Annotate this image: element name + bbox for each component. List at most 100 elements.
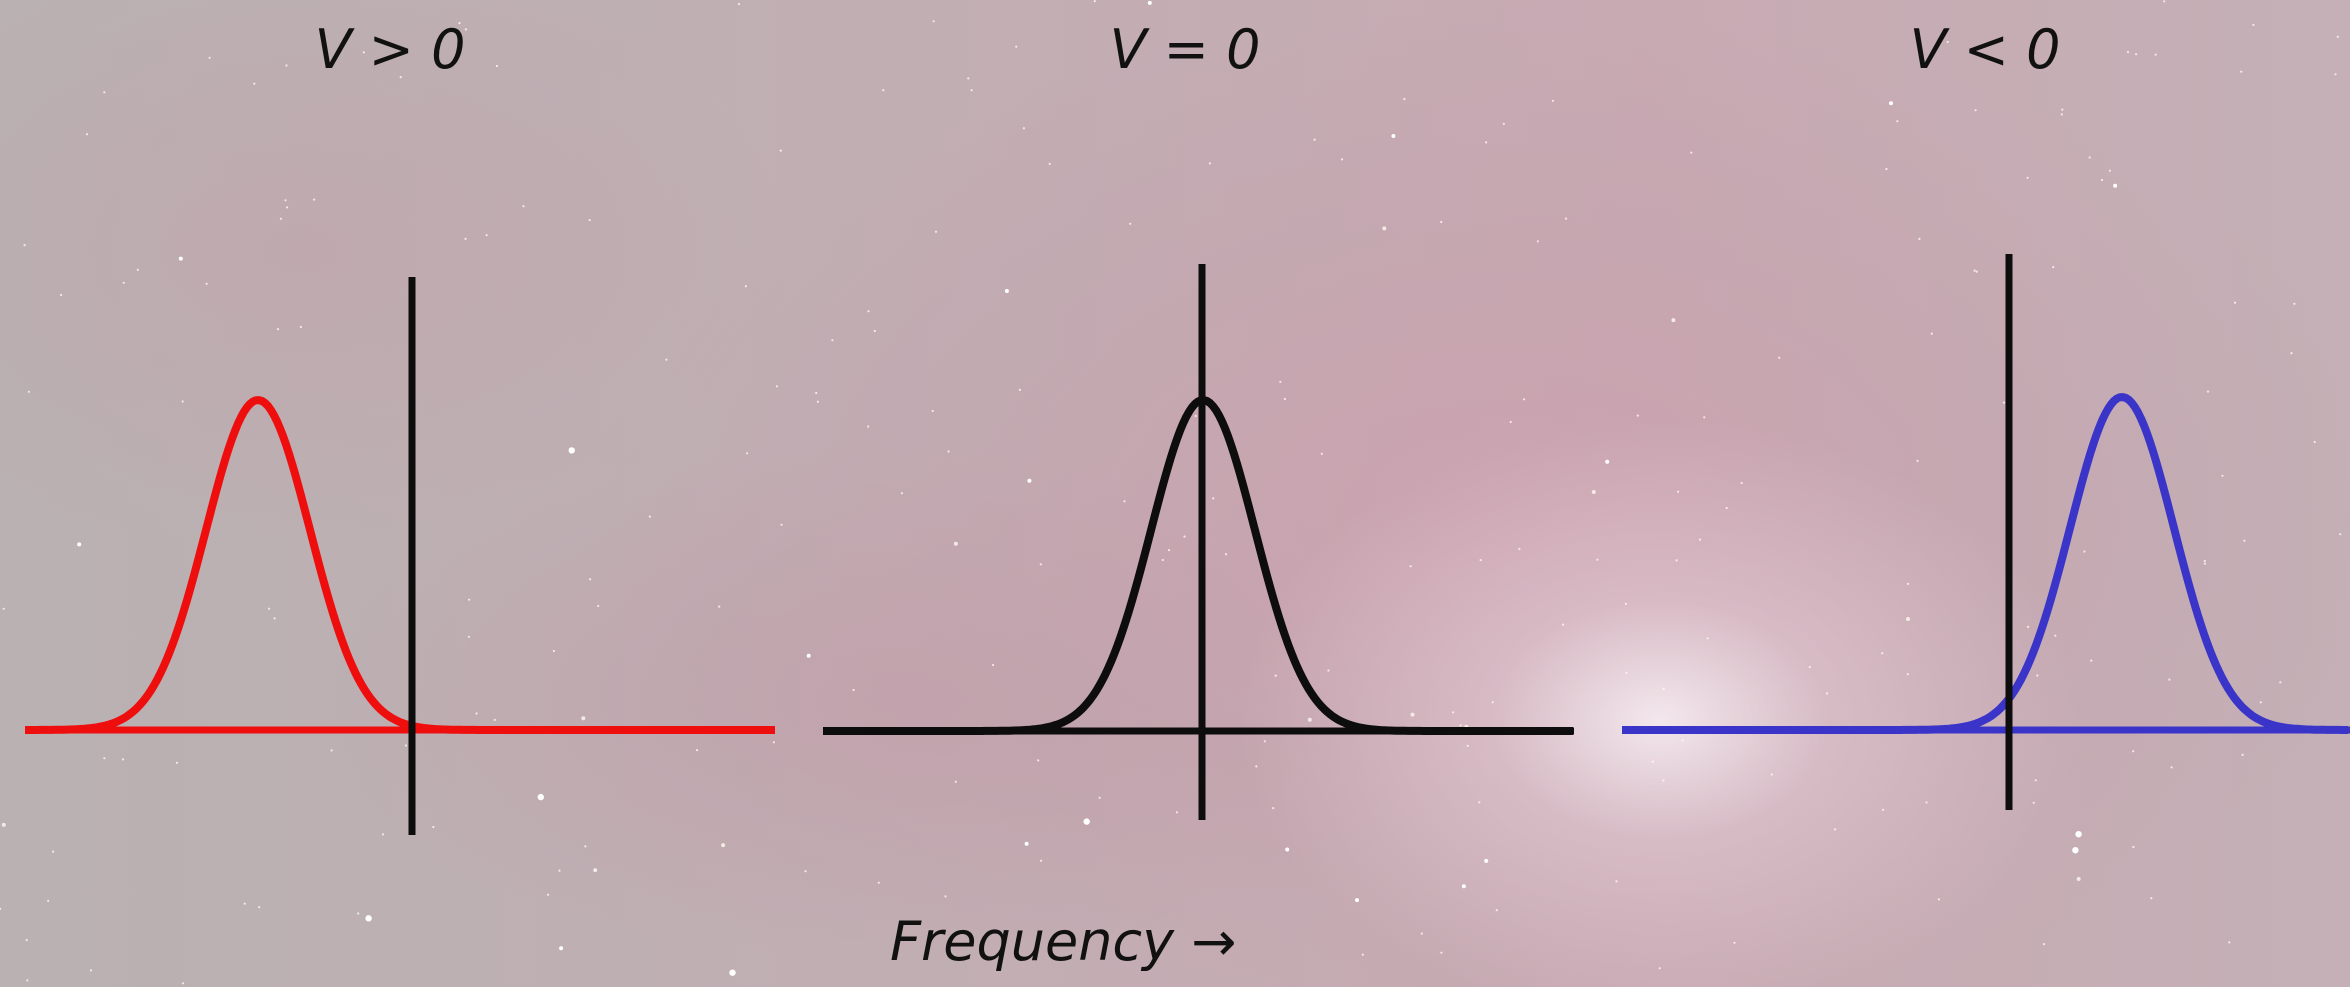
star — [1778, 356, 1781, 359]
star — [1382, 226, 1387, 231]
star — [944, 895, 947, 898]
star — [2243, 539, 2246, 542]
star — [1039, 563, 1042, 566]
star — [589, 578, 592, 581]
star — [2339, 533, 2342, 536]
star — [1906, 617, 1910, 621]
star — [1409, 565, 1412, 568]
star — [1536, 240, 1539, 243]
star — [696, 749, 699, 752]
star — [1129, 222, 1132, 225]
star — [253, 82, 256, 85]
star — [1175, 811, 1179, 814]
star — [2313, 440, 2316, 444]
star — [967, 77, 970, 80]
star — [1671, 318, 1676, 323]
star — [136, 268, 139, 271]
star — [1015, 45, 1018, 48]
star — [1440, 951, 1443, 954]
star — [362, 51, 365, 54]
star — [181, 982, 185, 985]
star — [665, 358, 668, 361]
star — [581, 716, 586, 721]
star — [1098, 796, 1101, 799]
star — [1523, 398, 1526, 401]
star — [464, 237, 467, 240]
star — [1167, 549, 1171, 552]
star — [1615, 880, 1618, 883]
star — [77, 542, 82, 547]
star — [1255, 765, 1258, 768]
star — [381, 833, 385, 836]
star — [2132, 750, 2135, 753]
star — [1495, 909, 1498, 912]
star — [205, 282, 208, 285]
star — [330, 749, 333, 752]
star — [1889, 101, 1893, 106]
star — [1808, 665, 1811, 669]
star — [284, 199, 287, 202]
star — [1733, 941, 1736, 944]
star — [1975, 270, 1978, 273]
star — [1274, 674, 1277, 677]
star — [1690, 151, 1693, 154]
star — [2113, 183, 2118, 188]
star — [485, 234, 488, 237]
star — [52, 850, 55, 853]
star — [175, 761, 179, 764]
star — [1770, 773, 1773, 776]
star — [882, 89, 885, 92]
star — [718, 605, 721, 608]
star — [2203, 562, 2206, 565]
star — [593, 868, 598, 873]
star — [1355, 898, 1359, 903]
star — [0, 907, 2, 910]
star — [954, 780, 957, 783]
star — [25, 939, 28, 942]
star — [1937, 898, 1940, 901]
star — [1591, 490, 1596, 494]
star — [648, 515, 651, 518]
star — [2170, 766, 2173, 769]
star — [953, 541, 958, 546]
star — [1147, 0, 1152, 5]
star — [299, 325, 302, 329]
star — [60, 293, 63, 297]
star — [2221, 474, 2224, 477]
star — [873, 329, 876, 333]
star — [1285, 847, 1290, 852]
star — [1484, 858, 1489, 863]
star — [1564, 217, 1568, 220]
star — [1018, 388, 1022, 391]
star — [2108, 169, 2111, 172]
star — [597, 604, 600, 608]
star — [493, 718, 496, 722]
star — [2290, 352, 2293, 355]
star — [1725, 506, 1728, 510]
star — [1706, 637, 1709, 640]
star — [1675, 559, 1678, 562]
star — [458, 22, 461, 25]
star — [1518, 547, 1521, 551]
star — [475, 712, 478, 715]
star — [2027, 625, 2030, 629]
star — [1703, 416, 1706, 419]
star — [877, 881, 880, 884]
star — [588, 219, 591, 222]
star — [1681, 739, 1684, 742]
star — [2233, 301, 2237, 304]
star — [432, 825, 435, 829]
star — [1272, 807, 1275, 810]
star — [1403, 97, 1406, 101]
star — [1440, 220, 1443, 224]
star — [26, 979, 29, 982]
star — [103, 91, 106, 94]
star — [816, 400, 820, 403]
star — [2206, 390, 2210, 393]
star — [1224, 553, 1228, 556]
star — [1208, 162, 1211, 165]
star — [779, 149, 782, 152]
star — [804, 870, 807, 873]
star — [852, 688, 855, 692]
